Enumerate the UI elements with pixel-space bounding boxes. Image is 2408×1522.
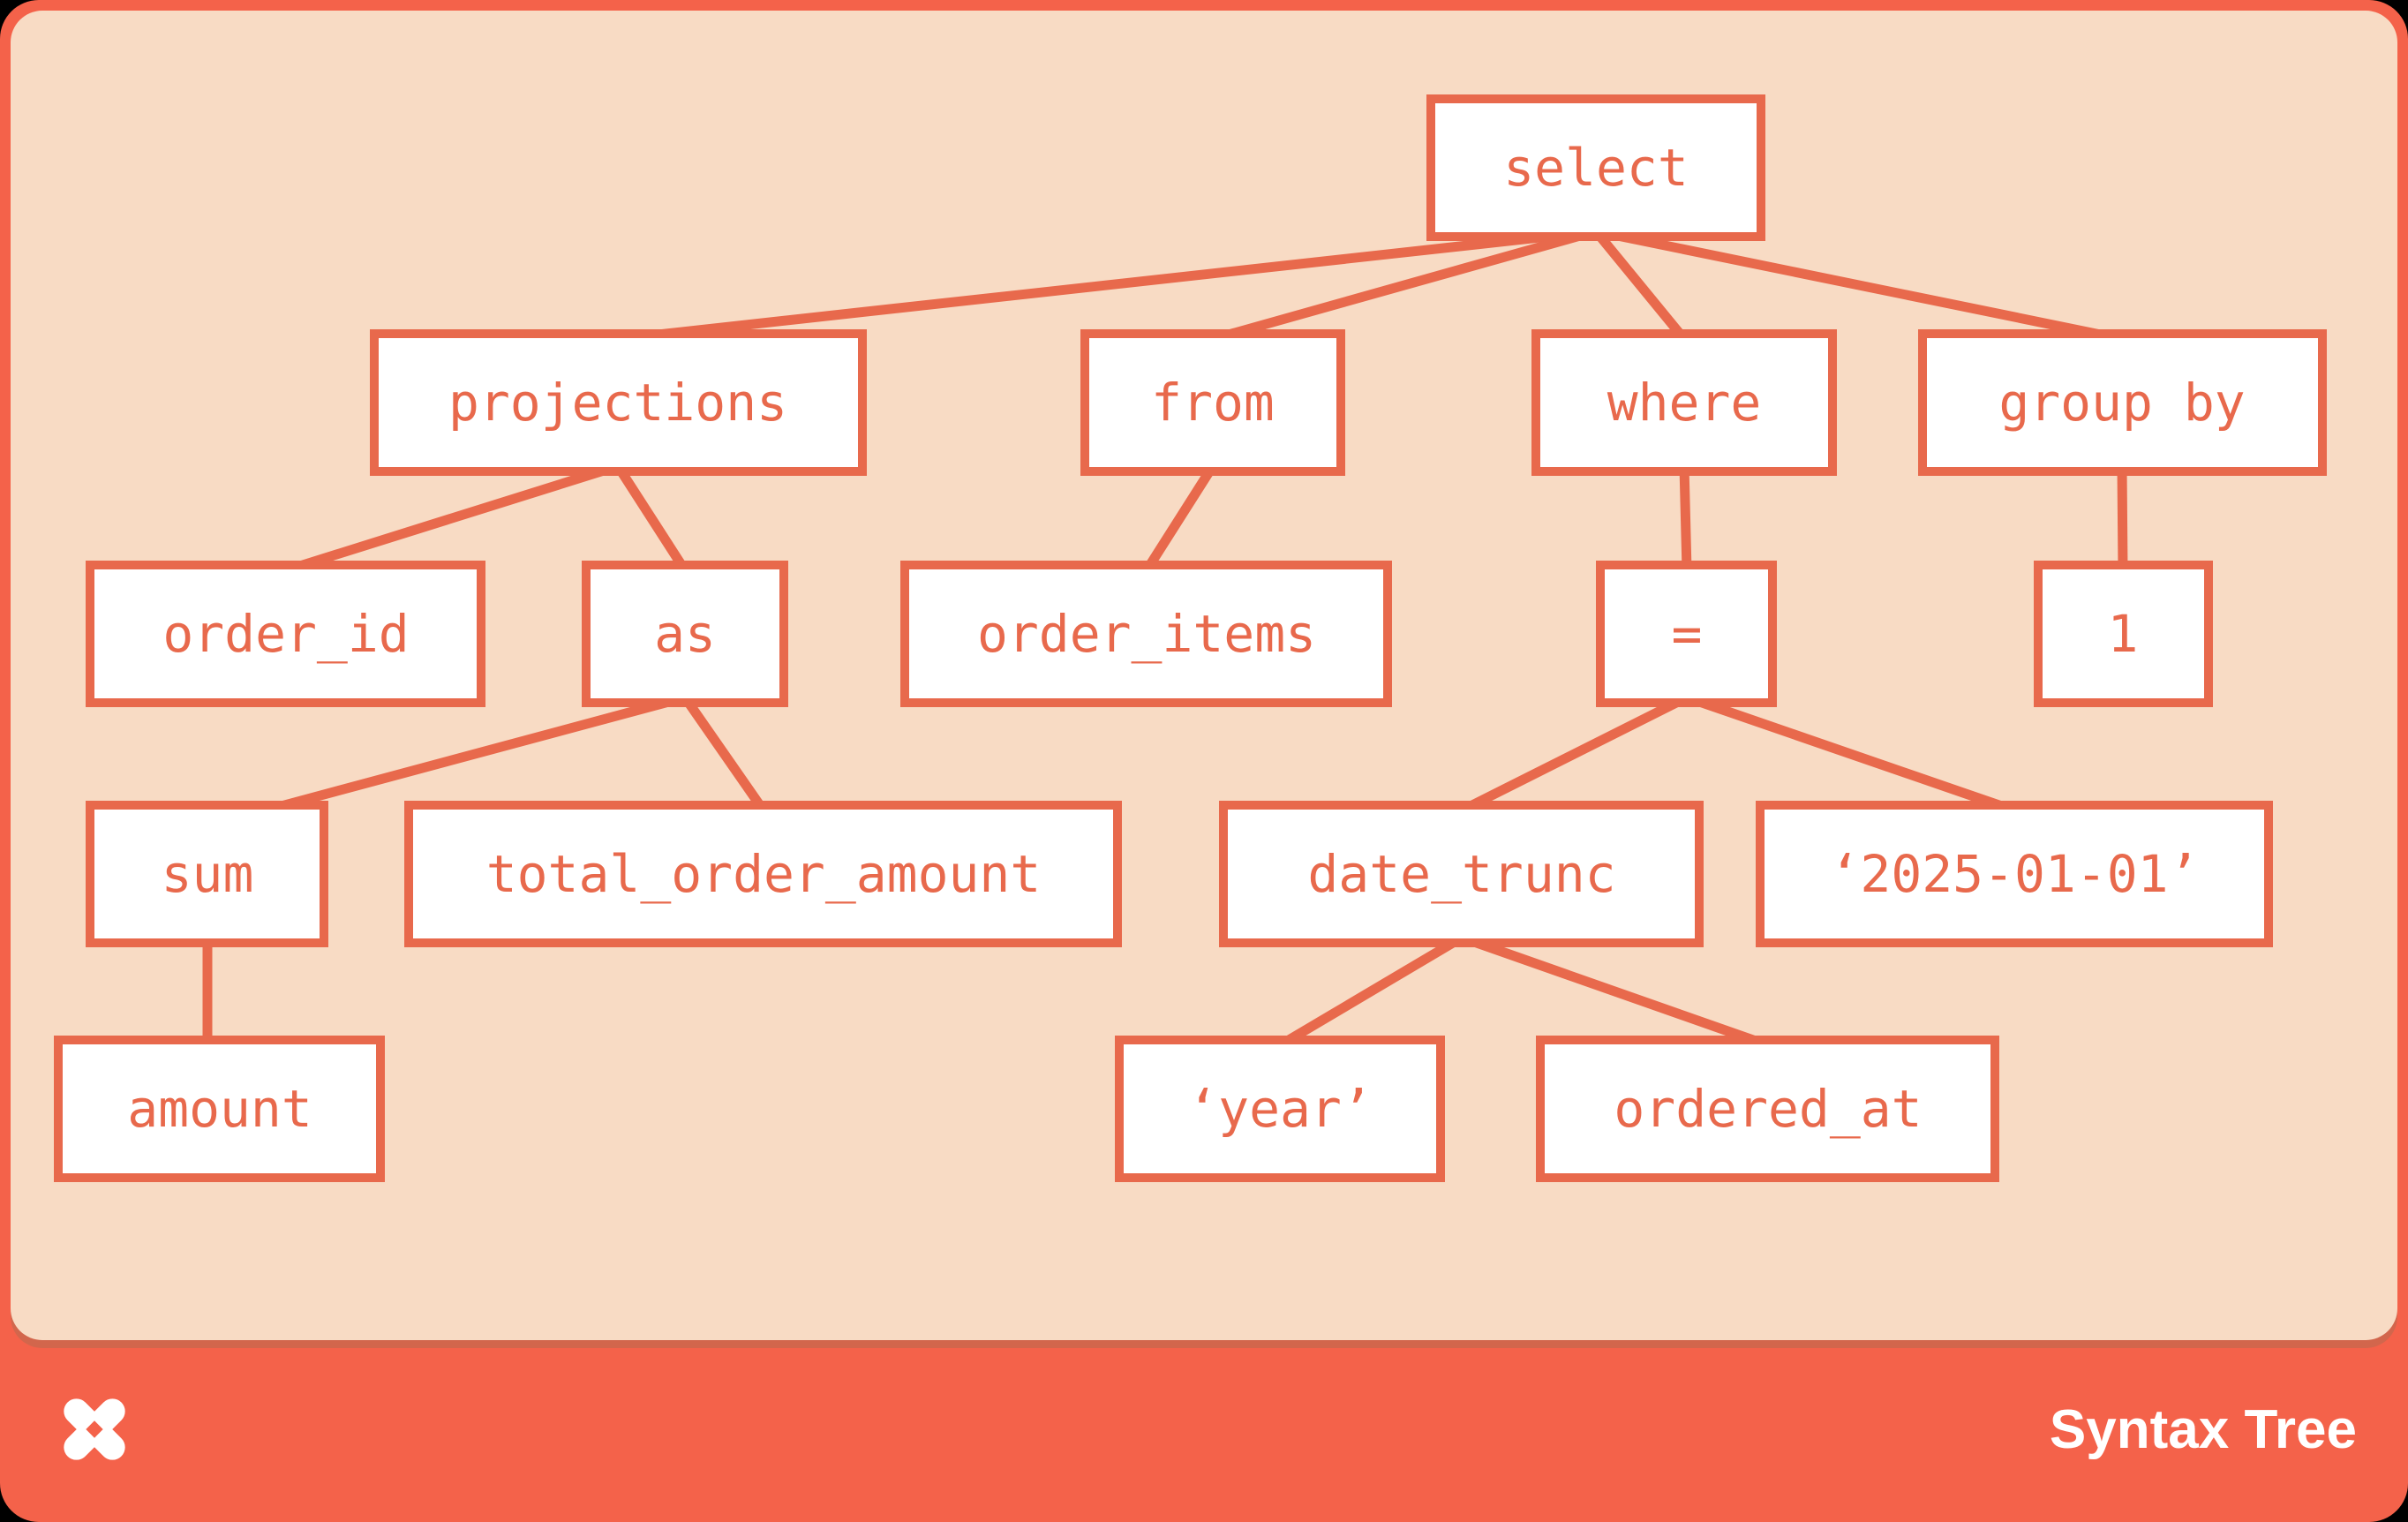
dagster-star-icon: [64, 1398, 125, 1460]
node-year-literal-label: ‘year’: [1187, 1079, 1373, 1139]
node-date-literal-label: ‘2025-01-01’: [1829, 844, 2199, 904]
edge-select-group-by: [1594, 226, 2124, 344]
node-order-items: order_items: [900, 561, 1392, 707]
edge-as-sum: [263, 692, 687, 816]
tree-edges: [202, 226, 2128, 1051]
node-order-id-label: order_id: [162, 604, 409, 664]
node-total-order-amount-label: total_order_amount: [486, 844, 1042, 904]
node-projections-label: projections: [448, 373, 787, 433]
footer-title: Syntax Tree: [2049, 1399, 2357, 1460]
node-one: 1: [2034, 561, 2213, 707]
edge-select-from: [1211, 226, 1598, 344]
node-total-order-amount: total_order_amount: [404, 801, 1122, 947]
edge-select-projections: [617, 226, 1597, 344]
node-where-label: where: [1607, 373, 1762, 433]
edge-select-where: [1592, 228, 1689, 343]
node-order-id: order_id: [86, 561, 485, 707]
node-amount-label: amount: [127, 1079, 312, 1139]
node-equals-label: =: [1672, 604, 1703, 664]
node-amount: amount: [54, 1036, 385, 1182]
node-ordered-at: ordered_at: [1536, 1036, 1999, 1182]
node-where: where: [1531, 329, 1837, 476]
node-from: from: [1080, 329, 1345, 476]
edge-equals-date-literal: [1685, 692, 2016, 816]
edge-date-trunc-year-literal: [1277, 933, 1464, 1050]
node-date-trunc-label: date_trunc: [1307, 844, 1615, 904]
node-select-label: select: [1503, 138, 1689, 198]
node-as-label: as: [654, 604, 716, 664]
node-ordered-at-label: ordered_at: [1614, 1079, 1922, 1139]
node-sum: sum: [86, 801, 328, 947]
node-as: as: [582, 561, 788, 707]
edge-projections-as: [613, 463, 689, 573]
edge-date-trunc-ordered-at: [1460, 932, 1770, 1051]
node-group-by: group by: [1918, 329, 2327, 476]
node-date-trunc: date_trunc: [1219, 801, 1704, 947]
node-group-by-label: group by: [1998, 373, 2245, 433]
node-order-items-label: order_items: [977, 604, 1316, 664]
edge-group-by-one: [2117, 465, 2128, 571]
edge-where-equals: [1679, 465, 1692, 571]
node-year-literal: ‘year’: [1115, 1036, 1445, 1182]
node-sum-label: sum: [162, 844, 254, 904]
node-equals: =: [1596, 561, 1777, 707]
node-one-label: 1: [2108, 604, 2139, 664]
edge-projections-order-id: [284, 461, 620, 576]
node-select: select: [1426, 94, 1765, 241]
node-from-label: from: [1151, 373, 1275, 433]
node-date-literal: ‘2025-01-01’: [1756, 801, 2273, 947]
edge-equals-date-trunc: [1459, 693, 1689, 815]
edge-as-total-order-amount: [681, 694, 768, 814]
node-projections: projections: [370, 329, 867, 476]
edge-from-order-items: [1142, 463, 1217, 573]
